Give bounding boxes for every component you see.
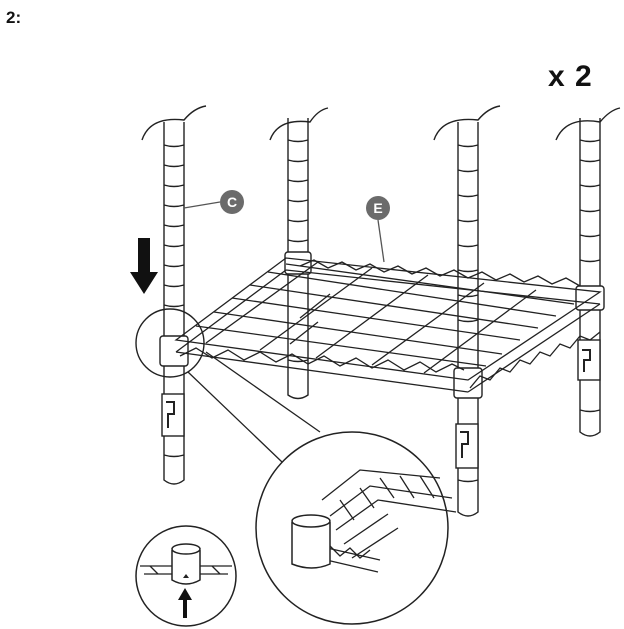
pole-front-left xyxy=(141,105,207,485)
step-number: 2: xyxy=(6,8,22,27)
detail-view-small xyxy=(135,525,237,627)
detail-focus-circle xyxy=(135,308,205,378)
up-arrow-icon xyxy=(178,588,192,618)
pole-back-left xyxy=(269,107,329,400)
quantity-multiplier: x 2 xyxy=(548,60,593,93)
callout-c: C xyxy=(183,190,244,214)
pole-front-right xyxy=(433,105,501,517)
wire-shelf xyxy=(174,257,602,393)
down-arrow-icon xyxy=(130,238,158,294)
callout-c-letter: C xyxy=(227,194,237,210)
detail-view-large xyxy=(255,431,457,625)
pole-back-right xyxy=(555,107,621,437)
callout-e-letter: E xyxy=(373,200,382,216)
callout-e: E xyxy=(366,196,390,263)
